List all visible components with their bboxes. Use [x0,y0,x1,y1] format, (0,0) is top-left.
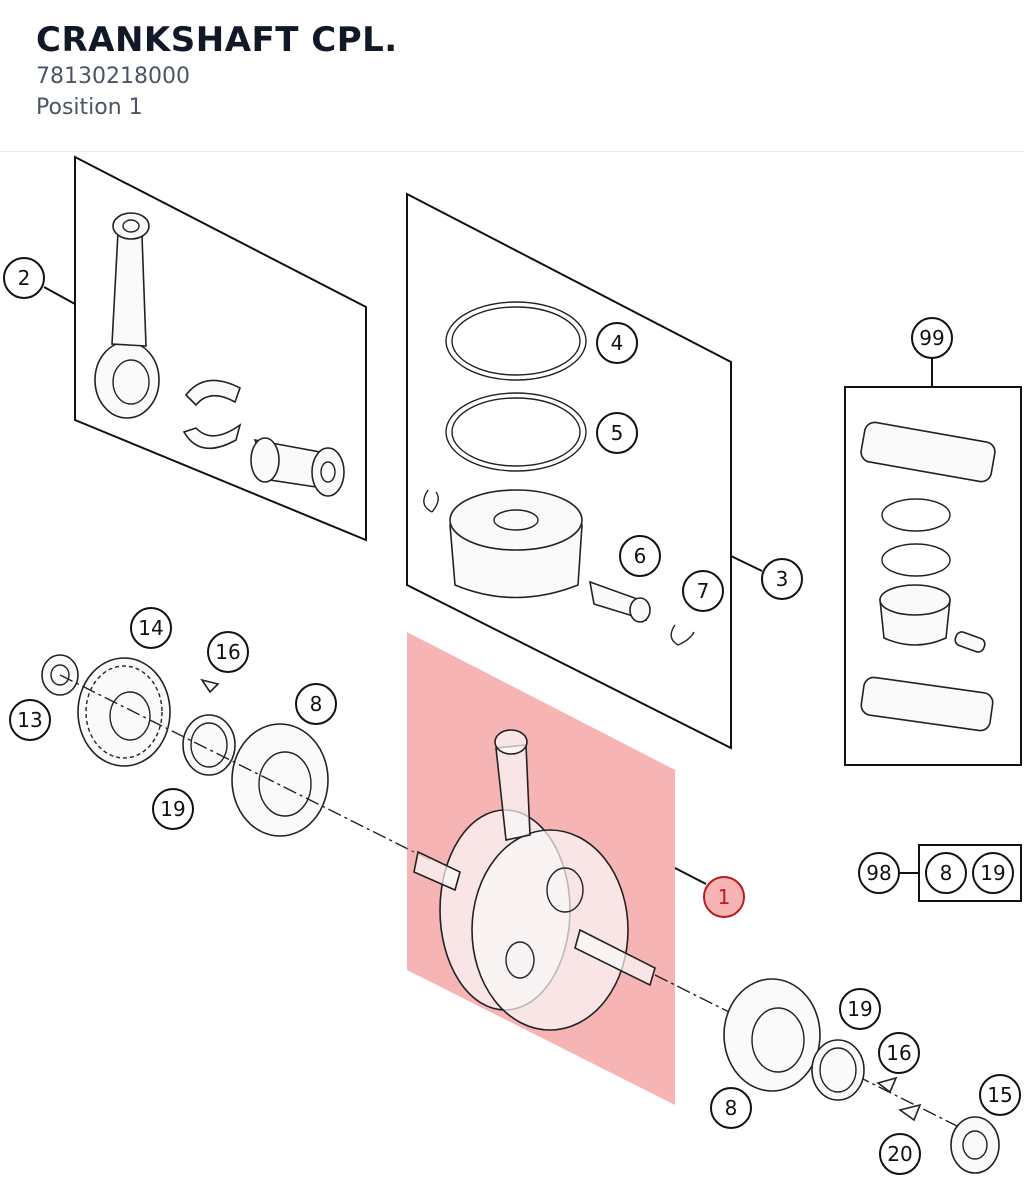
svg-text:16: 16 [886,1041,911,1065]
svg-text:8: 8 [940,861,953,885]
left-side-parts [41,654,431,861]
svg-text:14: 14 [138,616,163,640]
svg-text:98: 98 [866,861,891,885]
callout-3[interactable]: 3 [761,558,803,600]
panel-connecting-rod [43,155,367,542]
svg-text:15: 15 [987,1083,1012,1107]
callout-99[interactable]: 99 [911,317,953,359]
callout-19-right[interactable]: 19 [839,988,881,1030]
svg-text:4: 4 [611,331,624,355]
svg-text:19: 19 [980,861,1005,885]
svg-text:8: 8 [310,692,323,716]
svg-text:13: 13 [17,708,42,732]
bearing-part-8-left [231,723,329,837]
svg-text:16: 16 [215,640,240,664]
callout-16-left[interactable]: 16 [207,631,249,673]
gear-part-14 [77,657,171,767]
callout-13[interactable]: 13 [9,699,51,741]
callout-15[interactable]: 15 [979,1074,1021,1116]
page-title: CRANKSHAFT CPL. [36,20,398,60]
callout-19-left[interactable]: 19 [152,788,194,830]
callout-4[interactable]: 4 [596,322,638,364]
svg-text:6: 6 [634,544,647,568]
bearing-part-8-right [723,978,821,1092]
position-label: Position 1 [36,95,143,120]
kit-98-box [899,844,1022,902]
panel-piston [406,192,763,750]
svg-text:1: 1 [718,885,731,909]
callout-98-8[interactable]: 8 [925,852,967,894]
svg-text:5: 5 [611,421,624,445]
callout-2[interactable]: 2 [3,257,45,299]
piston-pin-2-part [588,580,651,623]
callout-1[interactable]: 1 [703,876,745,918]
piston-part [449,489,583,599]
svg-text:3: 3 [776,567,789,591]
gear-part-15 [950,1116,1000,1174]
callout-6[interactable]: 6 [619,535,661,577]
callout-20[interactable]: 20 [879,1133,921,1175]
svg-text:8: 8 [725,1096,738,1120]
svg-text:99: 99 [919,326,944,350]
svg-text:20: 20 [887,1142,912,1166]
svg-text:7: 7 [697,579,710,603]
callout-8-right[interactable]: 8 [710,1087,752,1129]
callout-7[interactable]: 7 [682,570,724,612]
callouts: 2 4 5 6 7 3 99 14 16 13 8 19 1 98 8 19 1… [3,257,1021,1175]
callout-5[interactable]: 5 [596,412,638,454]
callout-8-left[interactable]: 8 [295,683,337,725]
piston-pin-part [250,437,345,497]
svg-text:19: 19 [847,997,872,1021]
crankshaft-part [413,729,656,1031]
callout-98-19[interactable]: 19 [972,852,1014,894]
svg-text:19: 19 [160,797,185,821]
page-header: CRANKSHAFT CPL. 78130218000 Position 1 [0,0,1024,152]
part-number: 78130218000 [36,64,190,89]
exploded-parts-diagram: 2 4 5 6 7 3 99 14 16 13 8 19 1 98 8 19 1… [3,155,1022,1175]
bearing-shells-part [182,379,242,450]
callout-14[interactable]: 14 [130,607,172,649]
connecting-rod-part [94,212,160,419]
callout-98[interactable]: 98 [858,852,900,894]
crankshaft-highlight [407,632,707,1105]
callout-16-right[interactable]: 16 [878,1032,920,1074]
svg-text:2: 2 [18,266,31,290]
right-side-parts [654,974,1000,1174]
panel-gasket-set [844,357,1022,766]
